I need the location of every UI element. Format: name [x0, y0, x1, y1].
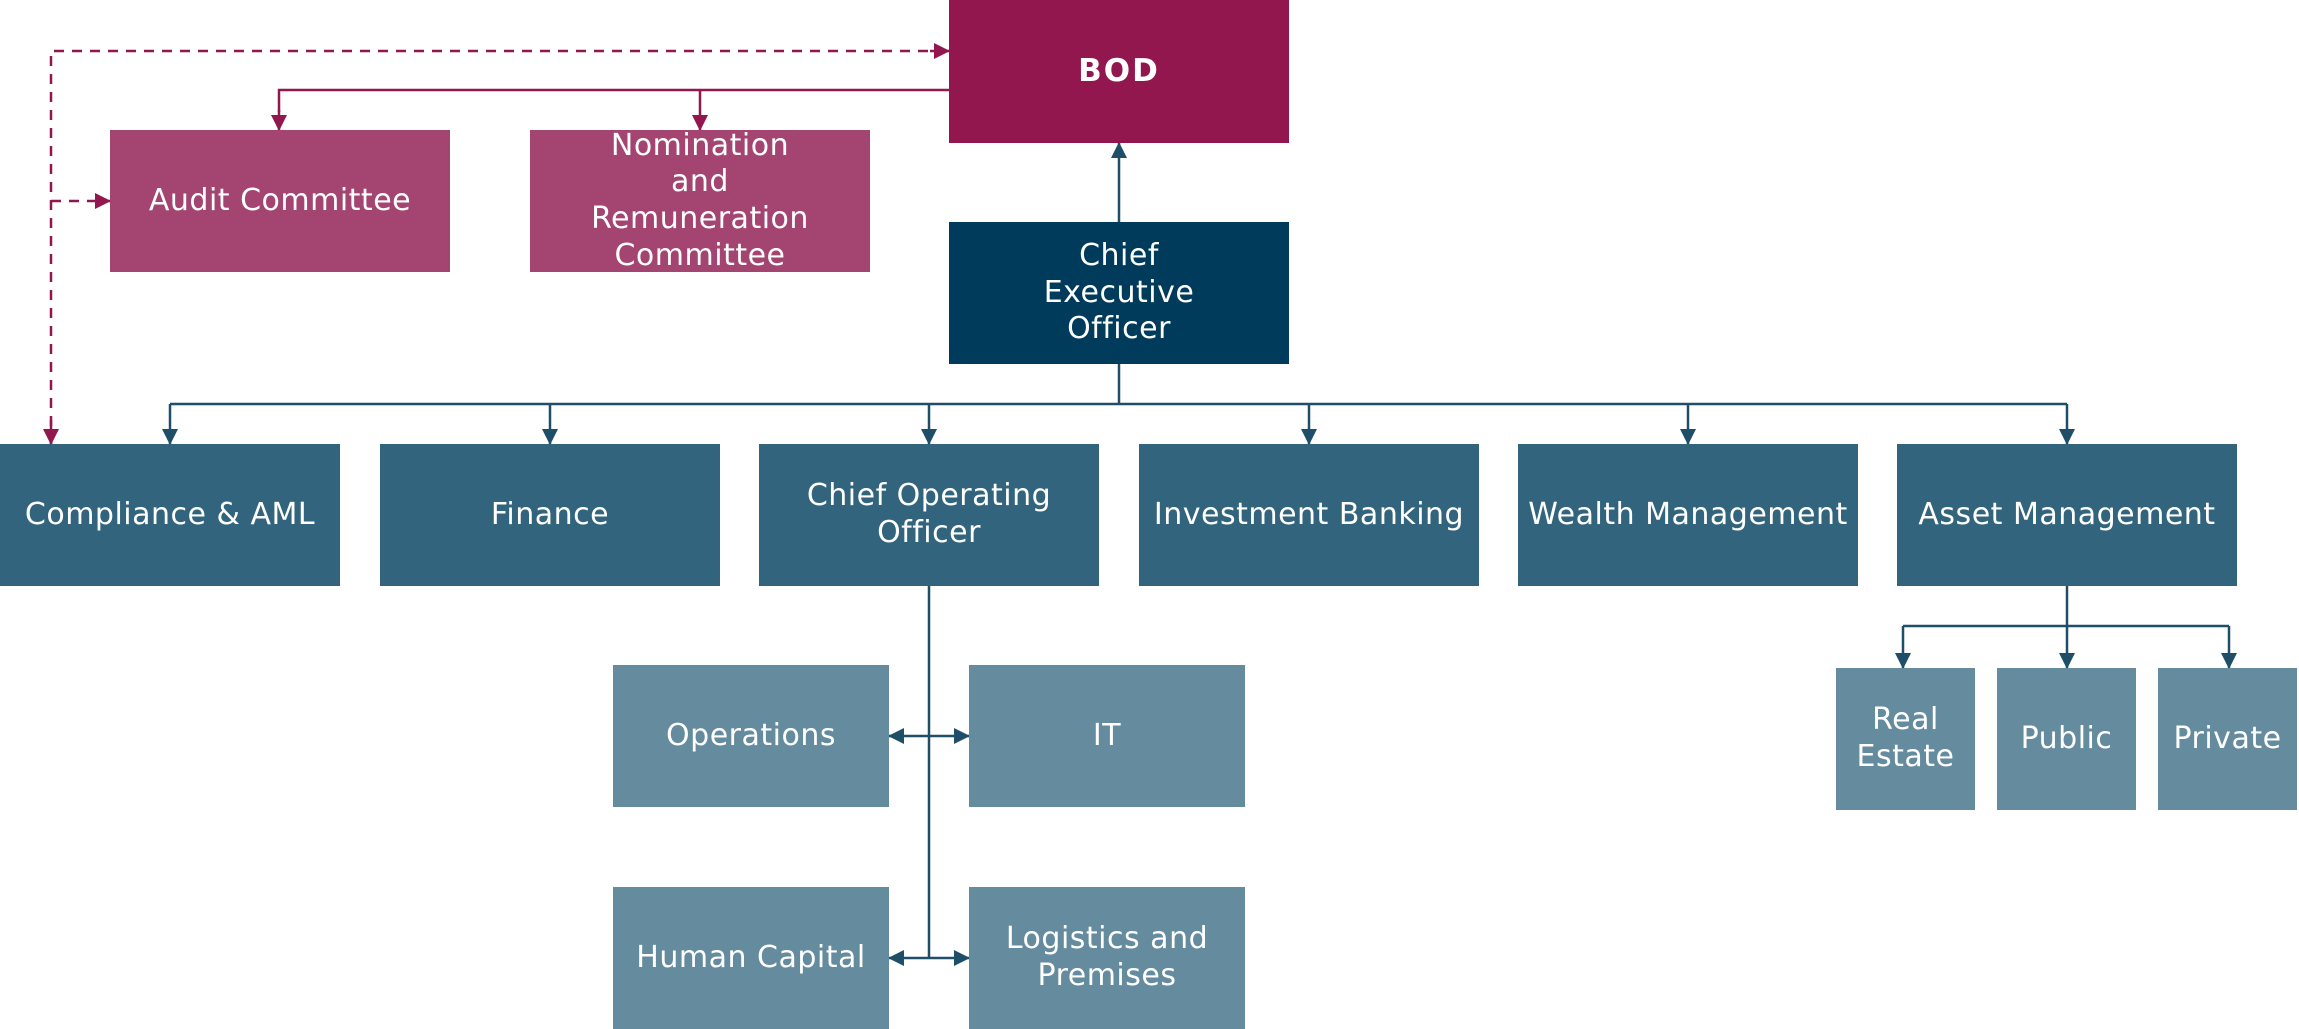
coo-box: Chief Operating Officer	[759, 444, 1099, 586]
human-capital-label: Human Capital	[636, 939, 866, 975]
compliance-aml-box: Compliance & AML	[0, 444, 340, 586]
public-label: Public	[2020, 720, 2113, 756]
operations-label: Operations	[666, 717, 836, 753]
operations-box: Operations	[613, 665, 889, 807]
private-label: Private	[2173, 720, 2282, 756]
nomination-committee-box: Nomination and Remuneration Committee	[530, 127, 870, 273]
real-estate-label: Real Estate	[1856, 702, 1955, 774]
ceo-box: Chief Executive Officer	[949, 222, 1289, 364]
asset-management-label: Asset Management	[1918, 496, 2216, 532]
public-box: Public	[1997, 668, 2136, 810]
nomination-committee-label: Nomination and Remuneration Committee	[591, 127, 809, 273]
audit-committee-box: Audit Committee	[110, 130, 450, 272]
compliance-aml-label: Compliance & AML	[24, 496, 316, 532]
logistics-premises-label: Logistics and Premises	[1005, 921, 1209, 993]
connector-compliance-to-bod	[49, 49, 949, 444]
connector-bod-to-committees	[277, 88, 949, 112]
audit-committee-label: Audit Committee	[148, 182, 412, 218]
logistics-premises-box: Logistics and Premises	[969, 887, 1245, 1029]
finance-box: Finance	[380, 444, 720, 586]
it-box: IT	[969, 665, 1245, 807]
finance-label: Finance	[490, 496, 610, 532]
investment-banking-box: Investment Banking	[1139, 444, 1479, 586]
bod-box: BOD	[949, 0, 1289, 143]
it-label: IT	[1092, 717, 1122, 753]
ceo-label: Chief Executive Officer	[1043, 238, 1195, 347]
coo-label: Chief Operating Officer	[806, 478, 1052, 550]
asset-management-box: Asset Management	[1897, 444, 2237, 586]
investment-banking-label: Investment Banking	[1153, 496, 1465, 532]
wealth-management-label: Wealth Management	[1528, 496, 1848, 532]
wealth-management-box: Wealth Management	[1518, 444, 1858, 586]
real-estate-box: Real Estate	[1836, 668, 1975, 810]
bod-label: BOD	[1078, 52, 1160, 89]
human-capital-box: Human Capital	[613, 887, 889, 1029]
private-box: Private	[2158, 668, 2297, 810]
